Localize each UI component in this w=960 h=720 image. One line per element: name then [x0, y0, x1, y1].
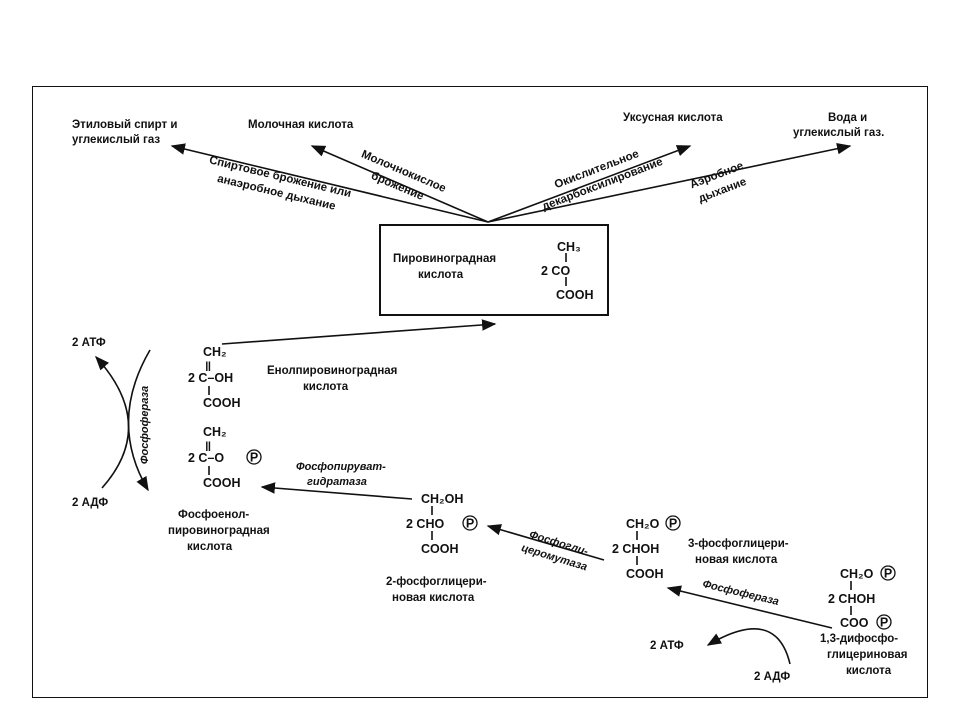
process-aerobic-respiration: Аэробное дыхание: [688, 160, 748, 205]
bpg-phosphate-symbol-bottom: P: [880, 616, 888, 630]
enzyme-kinase-right-label: Фосфофераза: [701, 578, 780, 608]
bpg-name-line1: 1,3-дифосфо-: [820, 633, 898, 645]
bpg-name-line3: кислота: [846, 665, 892, 677]
enzyme-kinase-left-label: Фосфофераза: [139, 386, 151, 464]
pg3-phosphate-symbol: P: [669, 517, 677, 531]
product-lactic-acid: Молочная кислота: [248, 119, 354, 131]
enzyme-enolase-line2: гидратаза: [307, 476, 367, 488]
bpg-phosphate-circle-top: [880, 565, 896, 581]
pyruvate-formula-cooh: COOH: [556, 288, 594, 302]
arc-adp-to-atp-right: [706, 628, 791, 665]
product-water-line2: углекислый газ.: [793, 127, 884, 139]
atp-left: 2 АТФ: [72, 337, 106, 349]
pg3-phosphate-circle: [665, 515, 681, 531]
pyruvate-formula-co: 2 CO: [541, 264, 570, 278]
pep-name-line3: кислота: [187, 541, 233, 553]
product-ethanol-line1: Этиловый спирт и: [72, 119, 177, 131]
arrow-bpg-to-3pg: [666, 585, 833, 629]
pg3-name-line1: 3-фосфоглицери-: [688, 538, 789, 550]
enol-formula-cooh: COOH: [203, 396, 241, 410]
pyruvate-box: [379, 224, 609, 316]
bpg-phosphate-symbol-top: P: [884, 567, 892, 581]
enzyme-mutase: Фосфогли- церомутаза: [520, 529, 590, 574]
pg3-formula-chohh: 2 CHOH: [612, 542, 659, 556]
arrow-enol-to-pyruvate: [221, 319, 497, 345]
arrow-2pg-to-pep: [260, 482, 413, 500]
pg2-phosphate-symbol: P: [466, 517, 474, 531]
pg3-formula-cooh: COOH: [626, 567, 664, 581]
pyruvate-formula-ch3: CH₃: [557, 240, 581, 254]
pg2-formula-cho: 2 CHO: [406, 517, 444, 531]
pep-formula-ch2: CH₂: [203, 425, 227, 439]
bpg-formula-coo: COO: [840, 616, 869, 630]
enol-formula-ch2: CH₂: [203, 345, 227, 359]
atp-right: 2 АТФ: [650, 640, 684, 652]
process-alcoholic-fermentation: Спиртовое брожение или анаэробное дыхани…: [208, 154, 352, 212]
diagram-frame: [32, 86, 928, 698]
product-water-line1: Вода и: [828, 112, 867, 124]
enzyme-kinase-left: Фосфофераза: [139, 386, 151, 464]
enzyme-enolase-line1: Фосфопируват-: [296, 461, 386, 473]
arrow-to-ethanol: [170, 143, 489, 223]
bpg-name-line2: глицериновая: [827, 649, 907, 661]
arc-adp-to-atp: [95, 355, 130, 489]
arrow-3pg-to-2pg: [486, 524, 605, 561]
arc-kinase-left: [127, 349, 151, 492]
process-oxidative-decarboxylation: Окислительное декарбоксилирование: [541, 148, 665, 213]
adp-left: 2 АДФ: [72, 497, 108, 509]
pg2-name-line2: новая кислота: [392, 592, 475, 604]
bpg-phosphate-circle-bottom: [876, 614, 892, 630]
pep-formula-c-o: 2 C–O: [188, 451, 224, 465]
pep-formula-cooh: COOH: [203, 476, 241, 490]
enzyme-kinase-right: Фосфофераза: [701, 578, 780, 608]
pyruvate-name-line1: Пировиноградная: [393, 253, 496, 265]
bpg-formula-chohh: 2 CHOH: [828, 592, 875, 606]
product-acetic-acid: Уксусная кислота: [623, 112, 723, 124]
adp-right: 2 АДФ: [754, 671, 790, 683]
arrow-to-lactic-acid: [310, 145, 489, 223]
arrow-to-acetic-acid: [487, 145, 692, 223]
pep-name-line1: Фосфоенол-: [178, 509, 249, 521]
pg2-name-line1: 2-фосфоглицери-: [386, 576, 487, 588]
bpg-formula-ch2o: CH₂O: [840, 567, 874, 581]
pg3-name-line2: новая кислота: [695, 554, 778, 566]
enol-formula-c-oh: 2 C–OH: [188, 371, 233, 385]
pep-phosphate-circle: [246, 449, 262, 465]
pep-phosphate-symbol: P: [250, 451, 258, 465]
enol-formula-double-bond: ‖: [205, 360, 211, 374]
pep-formula-double-bond: ‖: [205, 440, 211, 454]
pg3-formula-ch2o: CH₂O: [626, 517, 660, 531]
enol-name-line2: кислота: [303, 381, 349, 393]
pg2-phosphate-circle: [462, 515, 478, 531]
pg2-formula-cooh: COOH: [421, 542, 459, 556]
pg2-formula-ch2oh: CH₂OH: [421, 492, 463, 506]
enol-name-line1: Енолпировиноградная: [267, 365, 397, 377]
product-ethanol-line2: углекислый газ: [72, 134, 160, 146]
pyruvate-name-line2: кислота: [418, 269, 464, 281]
arrow-to-water: [487, 143, 852, 223]
pep-name-line2: пировиноградная: [168, 525, 270, 537]
